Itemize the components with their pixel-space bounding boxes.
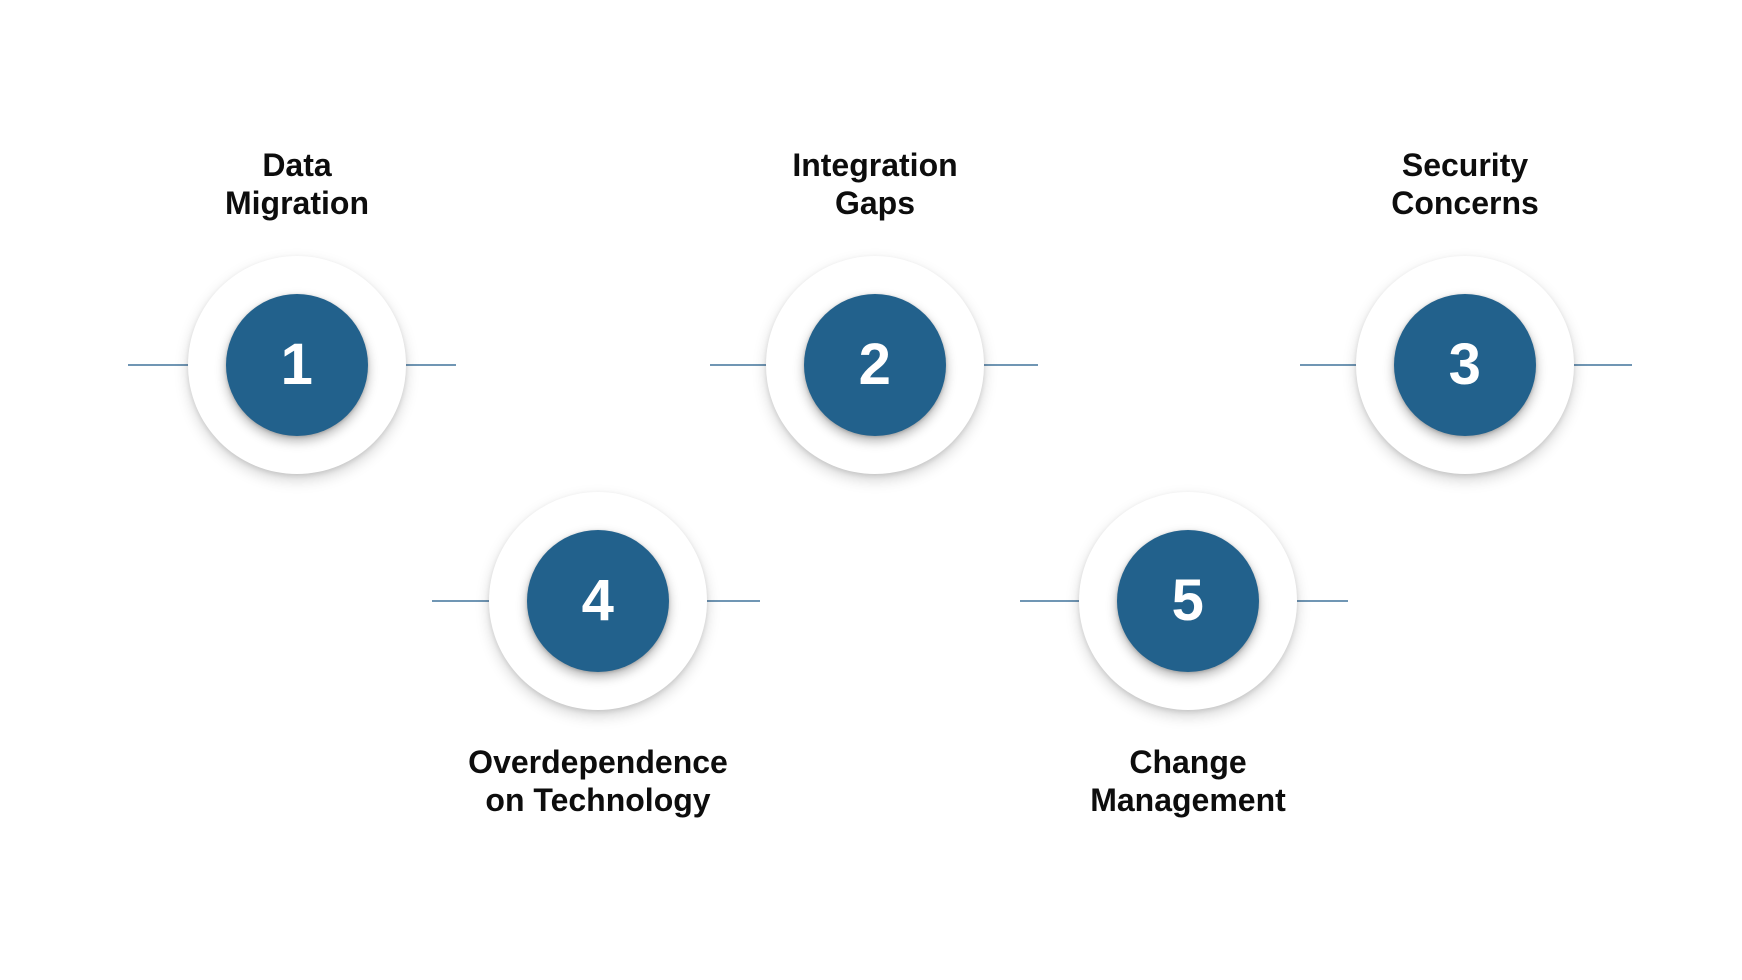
connector-line (432, 600, 500, 602)
node-number: 2 (858, 332, 892, 397)
node-circle-3[interactable]: 3 (1356, 256, 1574, 474)
connector-line (978, 364, 1038, 366)
node-number: 4 (581, 568, 615, 633)
connector-line (1566, 364, 1632, 366)
node-circle-4[interactable]: 4 (489, 492, 707, 710)
node-core: 3 (1394, 294, 1536, 436)
node-label-5: Change Management (1090, 744, 1286, 819)
node-label-1: Data Migration (225, 147, 369, 222)
node-circle-1[interactable]: 1 (188, 256, 406, 474)
connector-line (710, 364, 778, 366)
connector-line (700, 600, 760, 602)
connector-line (128, 364, 198, 366)
node-number: 1 (280, 332, 314, 397)
node-label-3: Security Concerns (1391, 147, 1539, 222)
node-number: 3 (1448, 332, 1482, 397)
node-core: 5 (1117, 530, 1259, 672)
connector-line (1288, 600, 1348, 602)
node-core: 1 (226, 294, 368, 436)
node-circle-2[interactable]: 2 (766, 256, 984, 474)
node-label-4: Overdependence on Technology (468, 744, 728, 819)
connector-line (1300, 364, 1368, 366)
node-label-2: Integration Gaps (792, 147, 958, 222)
node-circle-5[interactable]: 5 (1079, 492, 1297, 710)
node-core: 2 (804, 294, 946, 436)
node-number: 5 (1171, 568, 1205, 633)
node-core: 4 (527, 530, 669, 672)
connector-line (1020, 600, 1088, 602)
connector-line (398, 364, 456, 366)
